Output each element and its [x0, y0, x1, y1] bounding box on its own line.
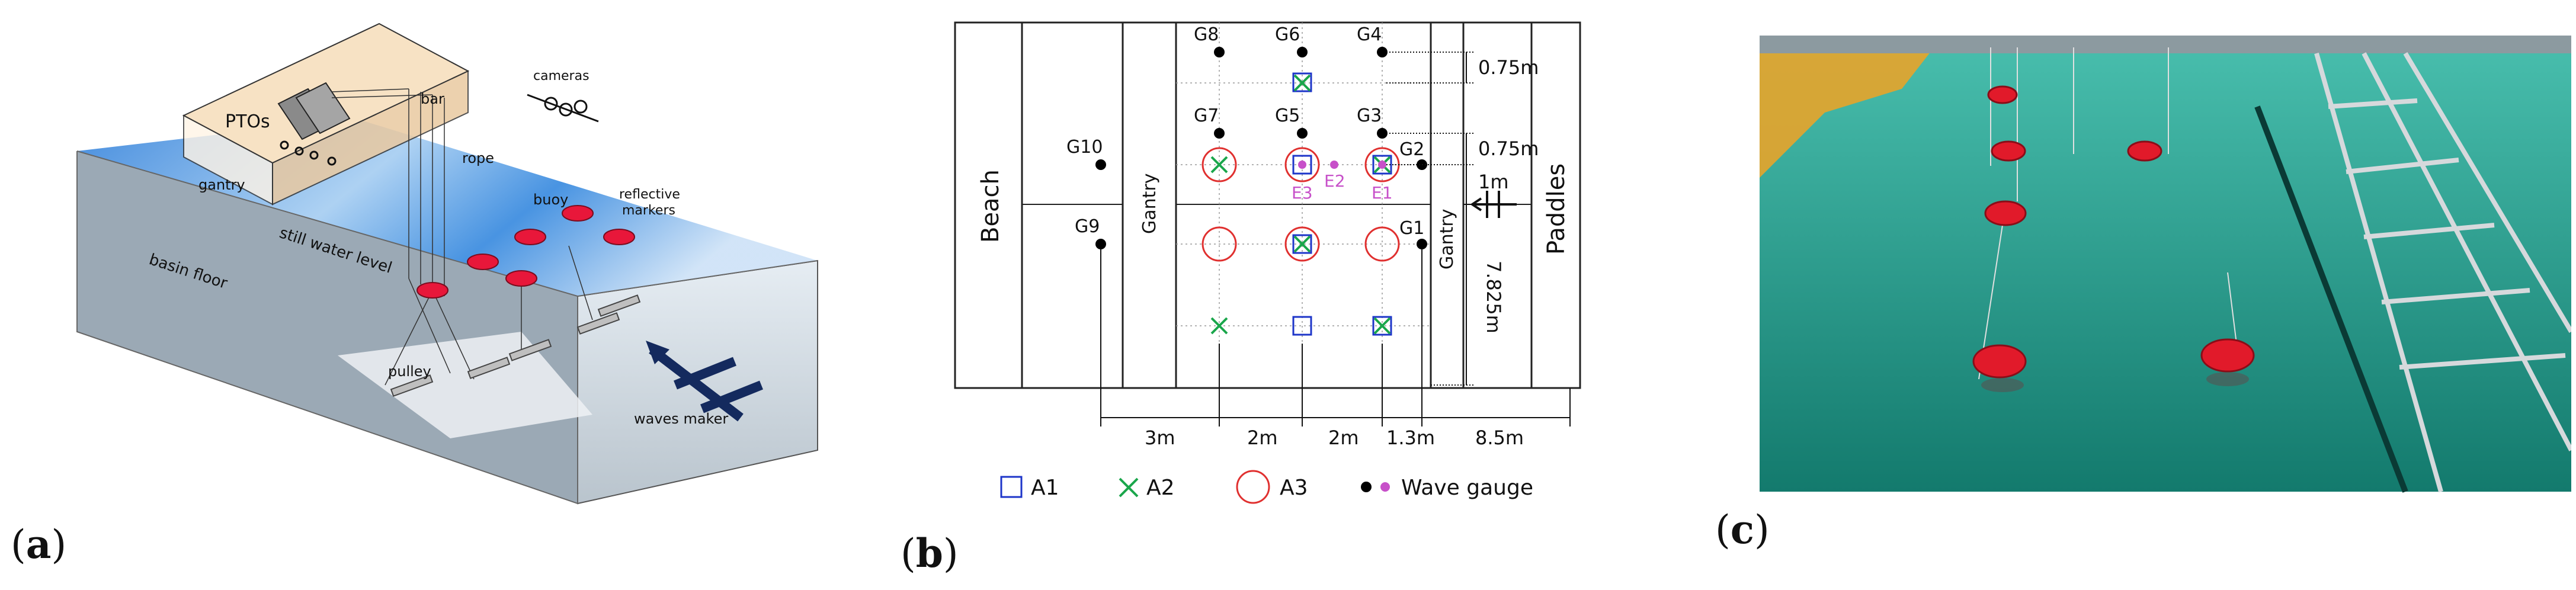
label-reflective: reflective	[619, 187, 680, 202]
label-gantry: gantry	[198, 177, 245, 193]
panel-a-label: (a)	[11, 521, 67, 567]
dim-2m-a: 2m	[1247, 427, 1278, 449]
gauge-g3: G3	[1357, 105, 1382, 126]
dim-8-5m: 8.5m	[1475, 427, 1524, 449]
label-gantry-right: Gantry	[1437, 209, 1457, 270]
gauge-g2: G2	[1399, 139, 1424, 160]
camera-icons	[527, 94, 599, 123]
label-markers: markers	[622, 203, 675, 218]
vertical-dimensions	[1386, 52, 1475, 386]
label-waves-maker: waves maker	[634, 411, 728, 427]
buoys	[416, 205, 635, 299]
far-wall	[1760, 36, 2571, 53]
dim-075-top: 0.75m	[1478, 56, 1539, 79]
gauge-e2: E2	[1324, 171, 1345, 191]
gauge-g8: G8	[1194, 24, 1219, 45]
legend-a2: A2	[1146, 476, 1175, 500]
label-bar: bar	[421, 91, 444, 107]
label-cameras: cameras	[533, 69, 589, 84]
floor-patch	[338, 332, 592, 438]
legend-a3: A3	[1280, 476, 1308, 500]
gauge-g5: G5	[1275, 105, 1300, 126]
panel-a: cameras bar PTOs gantry rope buoy reflec…	[0, 0, 841, 590]
dim-075-mid: 0.75m	[1478, 137, 1539, 160]
dim-7825: 7.825m	[1482, 261, 1505, 334]
buoys-photo	[1972, 85, 2255, 379]
array-a3-markers	[1202, 147, 1400, 262]
gauge-g6: G6	[1275, 24, 1300, 45]
gauge-g1: G1	[1399, 218, 1424, 239]
dim-1m: 1m	[1478, 171, 1509, 193]
e-gauge-dots	[1298, 161, 1386, 169]
waves-maker-arrow-icon	[646, 341, 763, 422]
label-buoy: buoy	[533, 191, 568, 208]
buoy-reflections	[1981, 372, 2249, 392]
panel-b: G8 G6 G4 G7 G5 G3 G2 G1 G10 G9 E3 E2 E1 …	[889, 0, 1659, 590]
pto-units	[277, 82, 351, 166]
gantry-box-side	[272, 70, 469, 206]
label-ptos: PTOs	[225, 111, 270, 132]
panel-c-label: (c)	[1715, 506, 1770, 553]
label-paddles: Paddles	[1543, 163, 1570, 255]
gantry-frame	[2314, 52, 2571, 493]
label-pulley: pulley	[388, 363, 431, 380]
ropes	[331, 88, 593, 386]
gauge-e3: E3	[1292, 183, 1313, 203]
basin-edge-line	[2254, 105, 2408, 493]
gauge-g7: G7	[1194, 105, 1219, 126]
gauge-g4: G4	[1357, 24, 1382, 45]
wave-basin-3d-diagram: cameras bar PTOs gantry rope buoy reflec…	[76, 23, 818, 505]
array-a1-markers	[1292, 72, 1392, 336]
label-rope: rope	[462, 150, 494, 166]
horizontal-dimensions	[1100, 249, 1571, 427]
label-gantry-left: Gantry	[1139, 174, 1160, 235]
gauge-e1: E1	[1372, 183, 1393, 203]
pulley-bars	[390, 294, 641, 397]
legend: A1 A2 A3 Wave gauge	[1000, 470, 1533, 504]
legend-a1: A1	[1031, 476, 1059, 500]
dim-1-3m: 1.3m	[1386, 427, 1435, 449]
crane-structure	[1760, 36, 1943, 178]
gauge-g9: G9	[1075, 216, 1100, 237]
gauge-g10: G10	[1066, 137, 1103, 158]
basin-layout-plan: G8 G6 G4 G7 G5 G3 G2 G1 G10 G9 E3 E2 E1 …	[954, 21, 1581, 504]
legend-wave-gauge: Wave gauge	[1401, 476, 1533, 500]
basin-photograph	[1760, 36, 2571, 493]
panel-b-label: (b)	[901, 530, 959, 576]
dim-3m: 3m	[1145, 427, 1175, 449]
basin-outline	[76, 150, 578, 505]
dim-2m-b: 2m	[1328, 427, 1359, 449]
label-beach: Beach	[977, 169, 1004, 243]
panel-c: (c)	[1706, 0, 2571, 590]
